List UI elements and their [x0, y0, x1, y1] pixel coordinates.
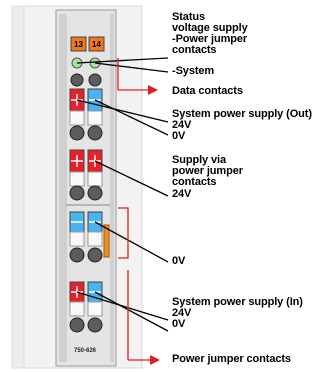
- din-rail-left-flange: [11, 5, 25, 369]
- red-indicator-lines: [117, 58, 152, 361]
- data-contacts-arrowhead: [148, 85, 158, 95]
- label-zero-v: 0V: [172, 255, 186, 267]
- label-system-out-24v: 24V: [172, 119, 192, 131]
- leader-out-0v: [94, 99, 169, 136]
- label-power-jumper-2: power jumper: [172, 165, 243, 177]
- module-housing: [55, 9, 117, 367]
- label-power-jumper-contacts: Power jumper contacts: [172, 353, 291, 365]
- label-contacts-2: contacts: [172, 176, 217, 188]
- clamp-row-1: [70, 73, 102, 87]
- label-system: -System: [172, 65, 215, 77]
- label-system-in-0v: 0V: [172, 318, 186, 330]
- power-jumper-arrowhead: [150, 355, 160, 365]
- leader-out-24v: [76, 99, 169, 123]
- label-supply-24v: 24V: [172, 188, 192, 200]
- leader-zero-v: [94, 221, 169, 263]
- label-data-contacts: Data contacts: [172, 85, 243, 97]
- leader-supply-24v: [94, 160, 169, 197]
- label-supply-via: Supply via: [172, 154, 227, 166]
- status-led-14: 14: [88, 36, 105, 52]
- terminal-block-zero-v: [69, 211, 103, 247]
- led-label-14: 14: [92, 40, 101, 49]
- leader-power-jumper: [76, 57, 169, 64]
- label-status: Status: [172, 11, 206, 23]
- jumper-bracket-upper: [118, 207, 129, 259]
- clamp-row-3: [69, 185, 103, 201]
- leader-lines: [76, 57, 169, 332]
- clamp-row-2: [69, 125, 103, 141]
- label-system-out-0v: 0V: [172, 130, 186, 142]
- label-system-out: System power supply (Out): [172, 108, 312, 120]
- label-power-jumper: -Power jumper: [172, 33, 248, 45]
- clamp-row-4: [69, 247, 103, 263]
- leader-in-0v: [94, 291, 169, 332]
- jumper-contact-strip: [103, 224, 110, 258]
- status-led-13: 13: [70, 36, 87, 52]
- label-system-in: System power supply (In): [172, 296, 303, 308]
- module-model-label: 750-626: [74, 348, 97, 354]
- label-voltage-supply: voltage supply: [172, 22, 248, 34]
- label-contacts: contacts: [172, 44, 217, 56]
- clamp-row-5: [69, 317, 103, 333]
- led-label-13: 13: [74, 40, 83, 49]
- leader-system: [94, 62, 169, 73]
- label-system-in-24v: 24V: [172, 307, 192, 319]
- terminal-block-supply-jumper: [69, 149, 103, 187]
